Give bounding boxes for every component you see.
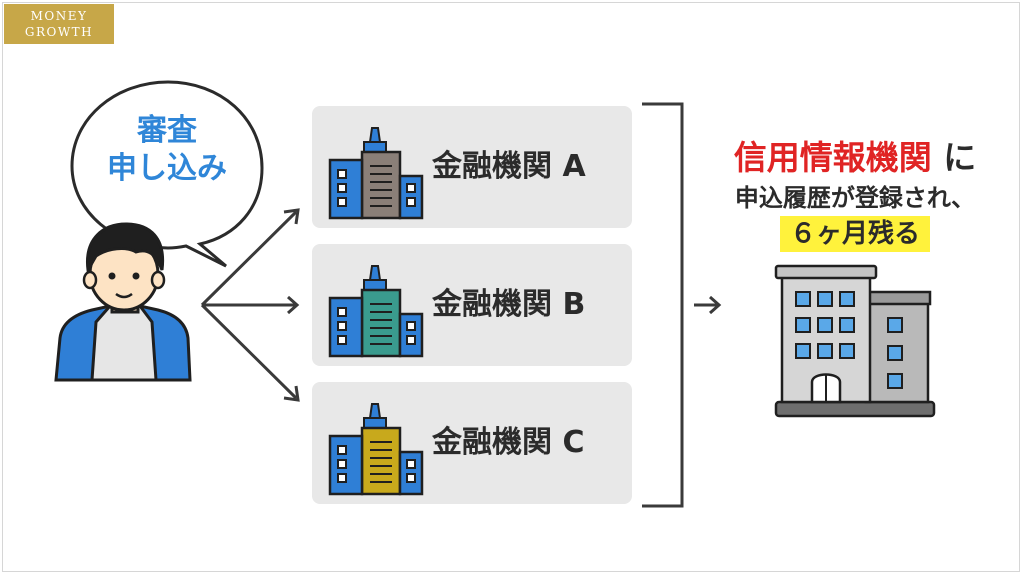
- bank-label-c: 金融機関 C: [432, 425, 585, 460]
- six-months-highlight: ６ヶ月残る: [779, 216, 930, 252]
- logo-line1: MONEY: [30, 9, 88, 23]
- person-icon: [54, 222, 192, 382]
- bank-card-a: 金融機関 A: [312, 106, 632, 228]
- bank-building-icon: [328, 127, 424, 220]
- arrow-to-bank-a: [200, 208, 300, 307]
- bank-label-a: 金融機関 A: [432, 149, 586, 184]
- speech-bubble-text: 審査 申し込み: [104, 112, 230, 188]
- bank-card-c: 金融機関 C: [312, 382, 632, 504]
- arrow-to-bank-b: [202, 295, 300, 315]
- bank-label-b: 金融機関 B: [432, 287, 586, 322]
- credit-bureau-building-icon: [774, 264, 936, 418]
- speech-bubble: [70, 80, 264, 268]
- bank-building-icon: [328, 403, 424, 496]
- info-line1-suffix: に: [943, 138, 977, 177]
- bubble-line2: 申し込み: [107, 151, 227, 186]
- credit-bureau-name: 信用情報機関: [733, 138, 932, 177]
- bank-building-icon: [328, 265, 424, 358]
- bracket: [642, 102, 684, 508]
- bank-card-b: 金融機関 B: [312, 244, 632, 366]
- logo-line2: GROWTH: [24, 25, 94, 39]
- info-line1: 信用情報機関 に: [690, 138, 1020, 178]
- arrow-to-bank-c: [200, 303, 300, 402]
- money-growth-logo: MONEY GROWTH: [4, 4, 114, 44]
- info-line2: 申込履歴が登録され、: [734, 184, 976, 212]
- info-line3: ６ヶ月残る: [690, 216, 1020, 252]
- bubble-line1: 審査: [137, 113, 197, 148]
- arrow-to-credit-bureau: [694, 295, 722, 315]
